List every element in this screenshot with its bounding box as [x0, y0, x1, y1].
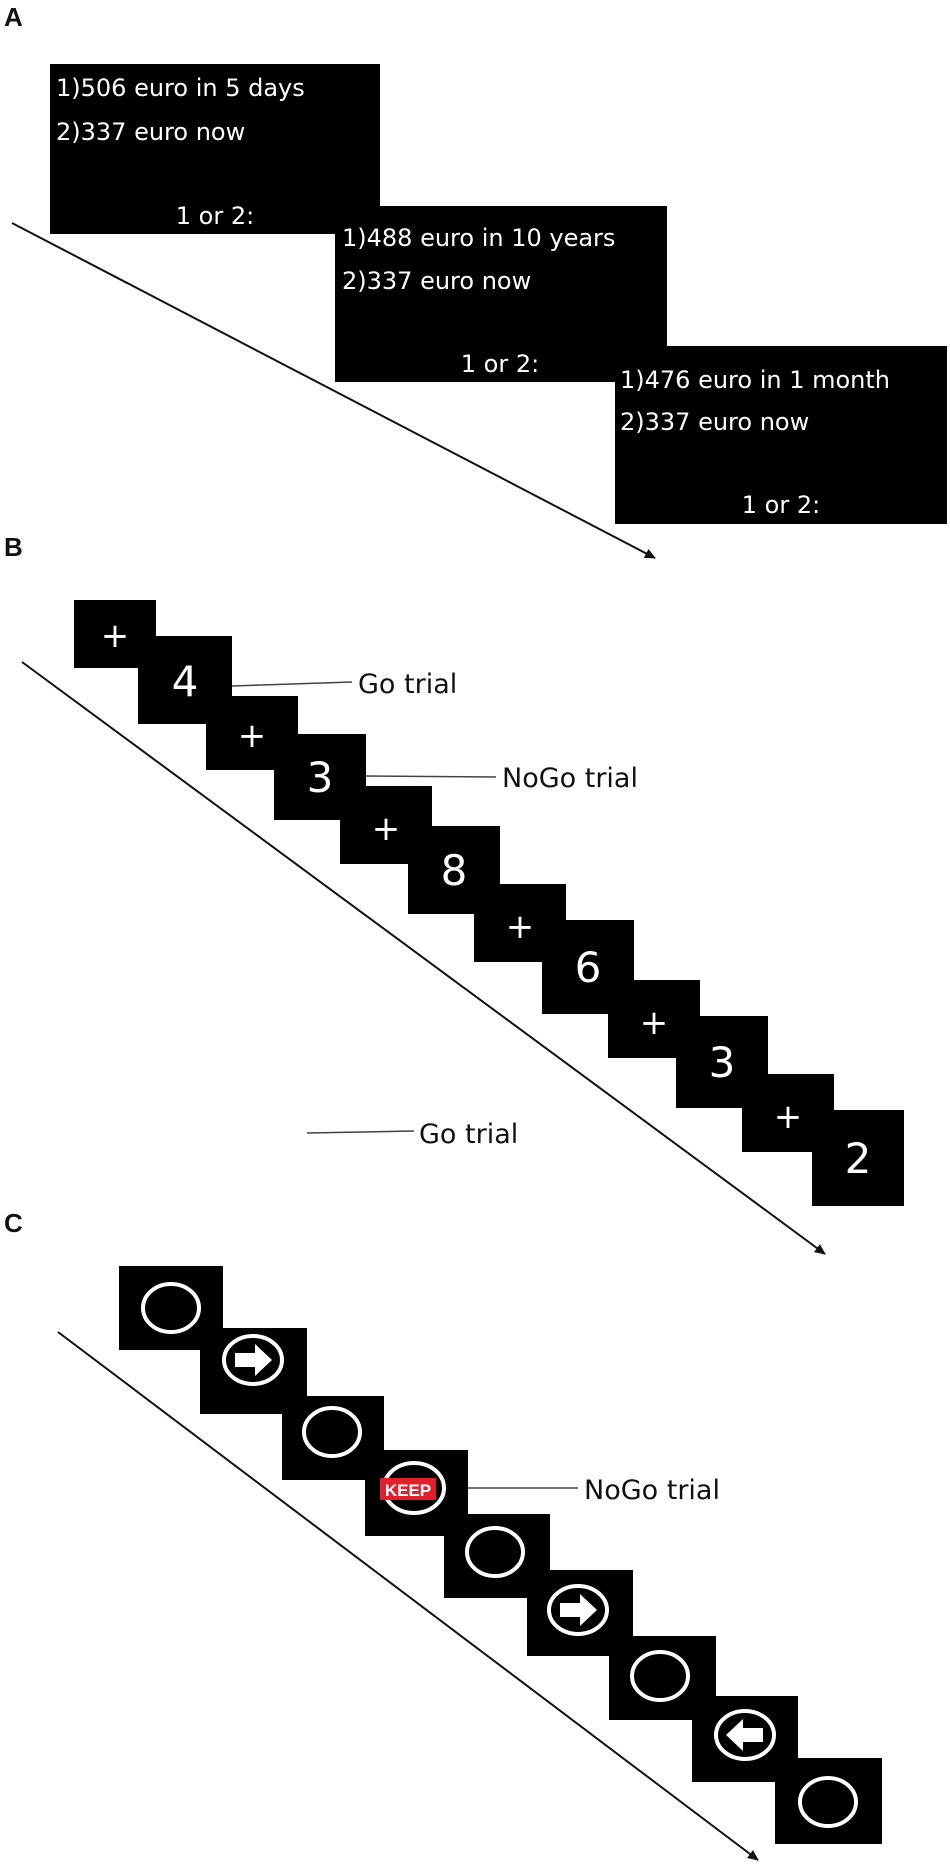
fixation-cross: + — [640, 1003, 669, 1043]
option-1-text: 1)506 euro in 5 days — [56, 74, 305, 102]
fixation-cross: + — [101, 616, 130, 656]
option-2-text: 2)337 euro now — [342, 267, 531, 295]
panel-c-timeline-arrow — [57, 1331, 759, 1861]
go-trial-pointer-line — [306, 1130, 415, 1134]
option-2-text: 2)337 euro now — [56, 118, 245, 146]
stop-signal-screen — [200, 1328, 307, 1414]
digit-stimulus: 6 — [575, 943, 602, 992]
go-trial-pointer-line — [231, 681, 353, 687]
panel-a-letter: A — [4, 2, 23, 32]
panel-a-timeline-arrow — [11, 222, 656, 559]
option-1-text: 1)488 euro in 10 years — [342, 224, 615, 252]
keep-icon: KEEP — [385, 1481, 431, 1500]
panel-c-letter: C — [4, 1208, 23, 1238]
option-1-text: 1)476 euro in 1 month — [620, 366, 890, 394]
fixation-cross: + — [506, 907, 535, 947]
screen-background — [50, 64, 380, 234]
digit-stimulus: 3 — [709, 1038, 736, 1087]
nogo-trial-pointer-line — [365, 775, 497, 778]
digit-stimulus: 8 — [441, 846, 468, 895]
choice-prompt: 1 or 2: — [742, 491, 820, 519]
go-nogo-number-screen: 2 — [812, 1110, 904, 1206]
panel-a-screen-3: 1)476 euro in 1 month 2)337 euro now 1 o… — [615, 346, 947, 524]
keep-badge — [380, 1478, 436, 1500]
digit-stimulus: 4 — [172, 657, 199, 706]
circle-icon — [141, 1282, 201, 1334]
nogo-trial-label: NoGo trial — [584, 1475, 720, 1506]
panel-b-letter: B — [4, 532, 23, 562]
panel-a-screen-2: 1)488 euro in 10 years 2)337 euro now 1 … — [335, 206, 667, 382]
panel-b: B Go trial NoGo trial + 4 + 3 + 8 — [4, 532, 904, 1255]
fixation-cross: + — [238, 716, 267, 756]
arrow-right-icon — [235, 1344, 272, 1376]
screen-background — [615, 346, 947, 524]
go-nogo-number-screen: 8 — [408, 826, 500, 914]
go-trial-label: Go trial — [419, 1119, 518, 1150]
fixation-cross: + — [774, 1097, 803, 1137]
choice-prompt: 1 or 2: — [461, 350, 539, 378]
circle-icon — [465, 1526, 525, 1578]
go-trial-label: Go trial — [358, 669, 457, 700]
circle-icon — [798, 1776, 858, 1828]
panel-b-timeline-arrow — [21, 661, 826, 1255]
option-2-text: 2)337 euro now — [620, 408, 809, 436]
digit-stimulus: 2 — [845, 1134, 872, 1183]
screen-background — [335, 206, 667, 382]
panel-a-screen-1: 1)506 euro in 5 days 2)337 euro now 1 or… — [50, 64, 380, 234]
stop-signal-screen — [775, 1758, 882, 1844]
arrow-left-icon — [726, 1719, 763, 1751]
panel-c: C Go trial NoGo trial KEEP — [4, 1119, 882, 1861]
circle-icon — [630, 1650, 690, 1702]
fixation-cross: + — [372, 809, 401, 849]
choice-prompt: 1 or 2: — [176, 202, 254, 230]
nogo-trial-label: NoGo trial — [502, 763, 638, 794]
arrow-right-icon — [560, 1594, 597, 1626]
panel-a: A 1)506 euro in 5 days 2)337 euro now 1 … — [4, 2, 947, 559]
digit-stimulus: 3 — [307, 753, 334, 802]
circle-icon — [302, 1406, 362, 1458]
